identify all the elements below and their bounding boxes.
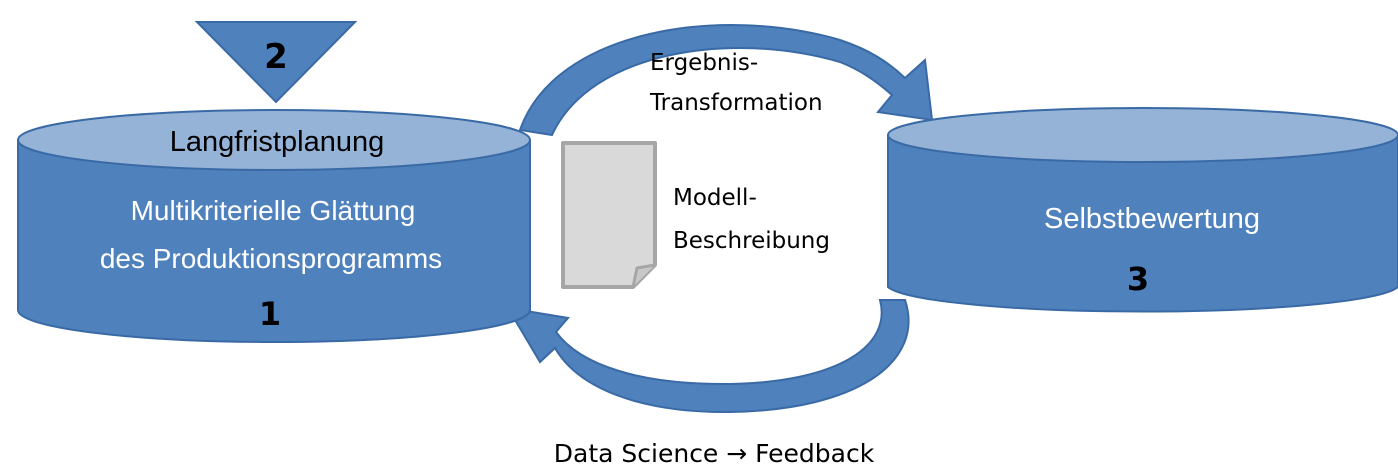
document-icon	[561, 141, 657, 289]
bottom-arrow-label: Data Science → Feedback	[554, 439, 875, 468]
left-cylinder-top-label: Langfristplanung	[170, 126, 384, 158]
triangle-number: 2	[264, 37, 288, 77]
document-label-line1: Modell-	[673, 185, 757, 211]
right-cylinder-top	[887, 107, 1398, 163]
right-cylinder-number: 3	[1127, 260, 1149, 298]
triangle-marker	[194, 21, 358, 104]
left-cylinder-number: 1	[259, 295, 281, 333]
top-curved-arrow	[518, 24, 934, 137]
left-cylinder-top	[17, 109, 531, 171]
right-cylinder-body-label: Selbstbewertung	[1044, 203, 1260, 235]
top-arrow-label-line2: Transformation	[649, 90, 823, 116]
left-cylinder-body-line1: Multikriterielle Glättung	[131, 195, 416, 226]
top-arrow-label-line1: Ergebnis-	[650, 50, 758, 76]
document-label-line2: Beschreibung	[673, 228, 830, 254]
left-cylinder-body-line2: des Produktionsprogramms	[100, 243, 442, 274]
left-cylinder	[17, 109, 531, 343]
right-cylinder	[887, 107, 1398, 313]
bottom-curved-arrow	[506, 299, 910, 414]
